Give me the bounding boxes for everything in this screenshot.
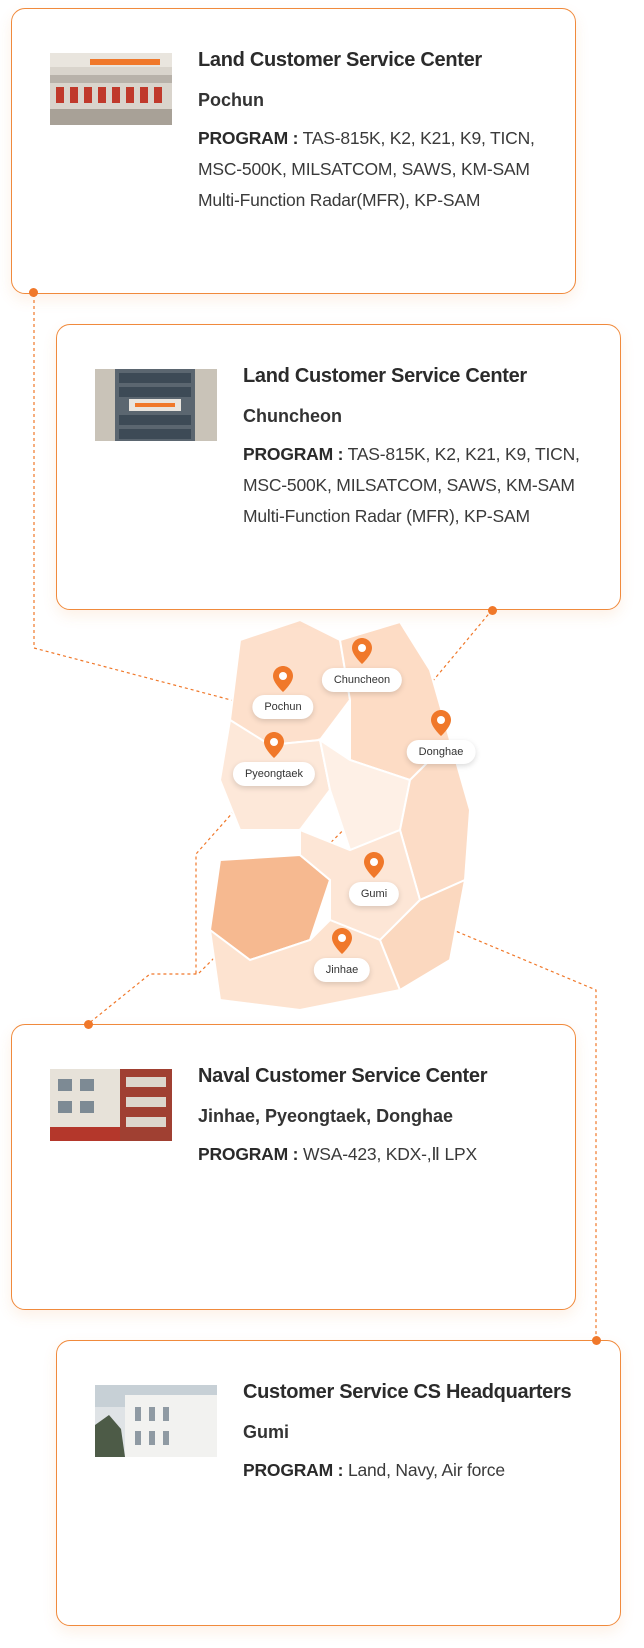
card-title: Naval Customer Service Center (198, 1065, 488, 1087)
card-location: Jinhae, Pyeongtaek, Donghae (198, 1106, 454, 1126)
program-text: WSA-423, KDX-,Ⅱ LPX (302, 1144, 477, 1164)
map-pin-label: Gumi (348, 882, 400, 906)
card-location: Pochun (198, 90, 264, 110)
map-pin-icon (352, 638, 372, 664)
connector-dot (84, 1020, 93, 1029)
map-pin-icon (364, 852, 384, 878)
service-center-card-naval: Naval Customer Service Center Jinhae, Py… (11, 1020, 576, 1310)
card-program: PROGRAM : TAS-815K, K2, K21, K9, TICN, M… (243, 439, 598, 532)
map-pin-label: Pochun (252, 695, 314, 719)
card-location: Gumi (243, 1422, 290, 1442)
map-pin-icon (264, 732, 284, 758)
card-program: PROGRAM : WSA-423, KDX-,Ⅱ LPX (198, 1139, 553, 1170)
card-title: Land Customer Service Center (243, 365, 527, 387)
connector-dot (592, 1336, 601, 1345)
card-location: Chuncheon (243, 406, 342, 426)
building-photo (50, 1069, 172, 1141)
building-photo (50, 53, 172, 125)
card-title: Customer Service CS Headquarters (243, 1381, 572, 1403)
map-pin-label: Donghae (406, 740, 476, 764)
card-program: PROGRAM : Land, Navy, Air force (243, 1455, 598, 1486)
connector-dot (488, 606, 497, 615)
service-center-card-chuncheon: Land Customer Service Center Chuncheon P… (56, 324, 621, 615)
program-label: PROGRAM : (243, 1460, 344, 1480)
map-pin-icon (273, 666, 293, 692)
map-pin-label: Chuncheon (321, 668, 403, 692)
program-text: Land, Navy, Air force (347, 1460, 505, 1480)
program-text: TAS-815K, K2, K21, K9, TICN, MSC-500K, M… (198, 128, 535, 210)
program-text: TAS-815K, K2, K21, K9, TICN, MSC-500K, M… (243, 444, 580, 526)
map-pin-label: Pyeongtaek (232, 762, 316, 786)
program-label: PROGRAM : (243, 444, 344, 464)
building-photo (95, 1385, 217, 1457)
service-center-card-pochun: Land Customer Service Center Pochun PROG… (11, 8, 576, 297)
map-pin-label: Jinhae (313, 958, 371, 982)
program-label: PROGRAM : (198, 128, 299, 148)
map-pin-icon (431, 710, 451, 736)
card-program: PROGRAM : TAS-815K, K2, K21, K9, TICN, M… (198, 123, 553, 216)
service-center-card-gumi: Customer Service CS Headquarters Gumi PR… (56, 1336, 621, 1626)
card-title: Land Customer Service Center (198, 49, 482, 71)
building-photo (95, 369, 217, 441)
program-label: PROGRAM : (198, 1144, 299, 1164)
map-pin-icon (332, 928, 352, 954)
connector-dot (29, 288, 38, 297)
